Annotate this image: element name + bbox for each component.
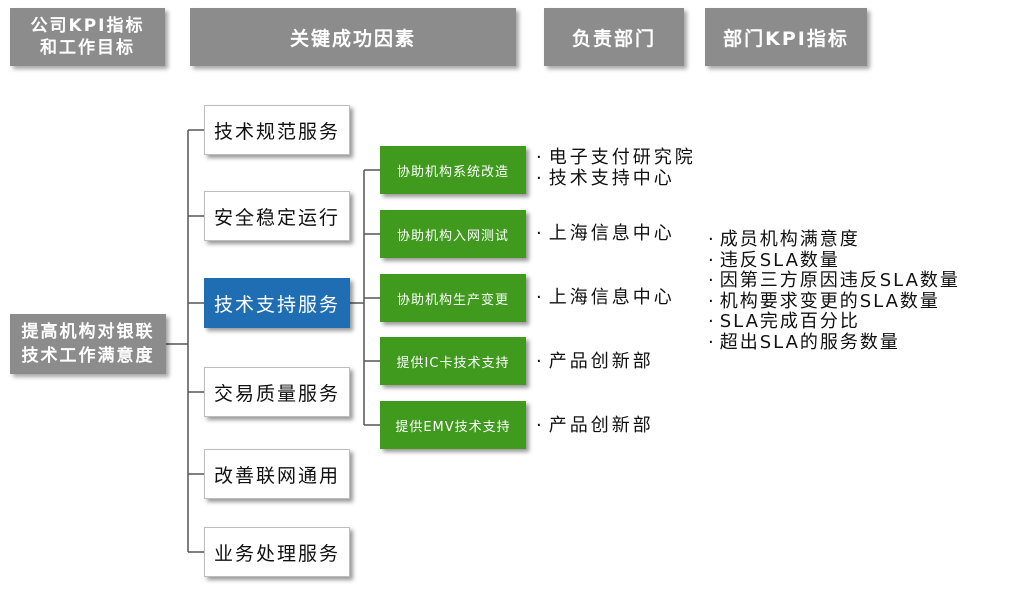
dept-group: 电子支付研究院 技术支持中心 bbox=[536, 147, 696, 189]
kpi-item: 超出SLA的服务数量 bbox=[708, 332, 960, 354]
dept-item: 技术支持中心 bbox=[536, 168, 696, 189]
kpi-item: 成员机构满意度 bbox=[708, 229, 960, 251]
subfactor-box: 提供IC卡技术支持 bbox=[380, 337, 526, 385]
dept-group: 上海信息中心 bbox=[536, 287, 675, 308]
header-csf: 关键成功因素 bbox=[190, 8, 516, 66]
header-dept-kpi: 部门KPI指标 bbox=[705, 8, 867, 66]
header-company-kpi-line2: 和工作目标 bbox=[40, 38, 135, 58]
factor-box-highlighted: 技术支持服务 bbox=[204, 278, 350, 328]
root-goal-line2: 技术工作满意度 bbox=[21, 346, 155, 366]
kpi-item: 机构要求变更的SLA数量 bbox=[708, 291, 960, 313]
header-company-kpi: 公司KPI指标 和工作目标 bbox=[10, 8, 165, 66]
dept-item: 上海信息中心 bbox=[536, 223, 675, 244]
subfactor-box: 协助机构生产变更 bbox=[380, 274, 526, 322]
subfactor-box: 提供EMV技术支持 bbox=[380, 401, 526, 449]
factor-box: 改善联网通用 bbox=[204, 449, 350, 499]
factor-box: 技术规范服务 bbox=[204, 105, 350, 155]
factor-box: 交易质量服务 bbox=[204, 367, 350, 417]
header-dept: 负责部门 bbox=[544, 8, 684, 66]
root-goal-line1: 提高机构对银联 bbox=[21, 322, 155, 342]
dept-kpi-list: 成员机构满意度 违反SLA数量 因第三方原因违反SLA数量 机构要求变更的SLA… bbox=[708, 229, 960, 354]
dept-item: 电子支付研究院 bbox=[536, 147, 696, 168]
kpi-item: 违反SLA数量 bbox=[708, 250, 960, 272]
subfactor-box: 协助机构入网测试 bbox=[380, 210, 526, 258]
dept-group: 上海信息中心 bbox=[536, 223, 675, 244]
subfactor-box: 协助机构系统改造 bbox=[380, 146, 526, 194]
dept-item: 上海信息中心 bbox=[536, 287, 675, 308]
kpi-item: 因第三方原因违反SLA数量 bbox=[708, 270, 960, 292]
kpi-item: SLA完成百分比 bbox=[708, 311, 960, 333]
factor-box: 业务处理服务 bbox=[204, 527, 350, 577]
dept-group: 产品创新部 bbox=[536, 415, 654, 436]
header-company-kpi-line1: 公司KPI指标 bbox=[30, 16, 145, 36]
dept-item: 产品创新部 bbox=[536, 415, 654, 436]
factor-box: 安全稳定运行 bbox=[204, 191, 350, 241]
dept-group: 产品创新部 bbox=[536, 351, 654, 372]
dept-item: 产品创新部 bbox=[536, 351, 654, 372]
root-goal: 提高机构对银联 技术工作满意度 bbox=[10, 314, 166, 374]
